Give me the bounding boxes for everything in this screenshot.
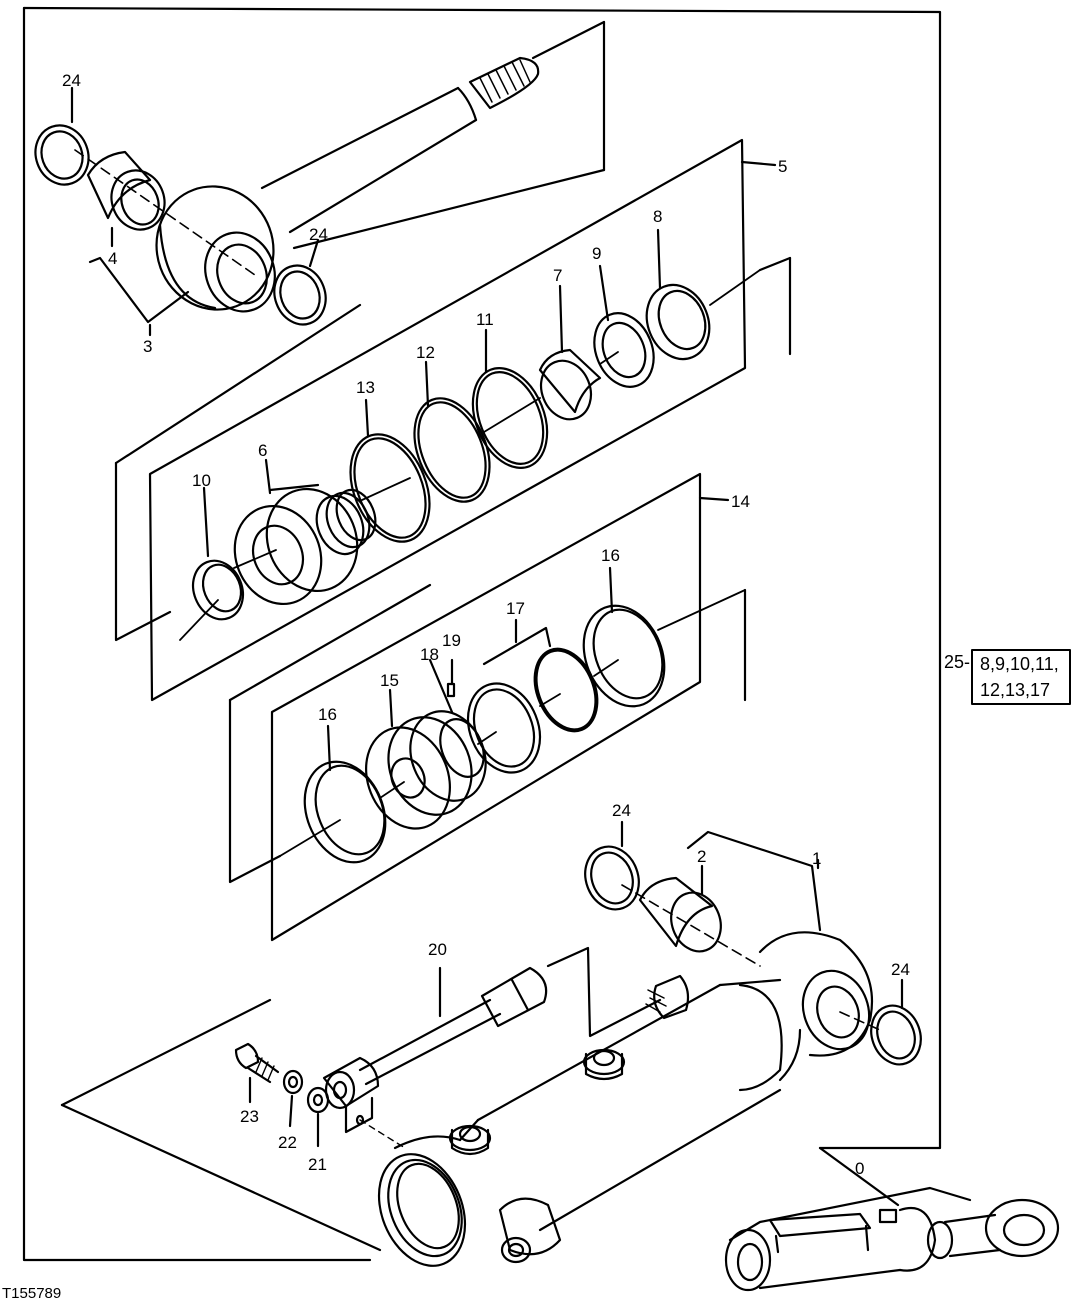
callout-24-top-left: 24 [62,71,81,90]
callout-7: 7 [553,266,562,285]
callout-12: 12 [416,343,435,362]
rod-seal-8 [645,283,711,361]
ring-24-top-left [34,124,90,186]
gland-kit-box [114,138,792,702]
callout-10: 10 [192,471,211,490]
callout-8: 8 [653,207,662,226]
barrel-head [377,1153,467,1267]
callout-18: 18 [420,645,439,664]
callout-labels: 24 4 3 24 5 8 9 7 11 12 13 6 10 14 16 17… [62,71,910,1178]
callout-1: 1 [812,849,821,868]
gland-6 [233,483,377,606]
callout-13: 13 [356,378,375,397]
kit-number: 25- [944,652,970,672]
callout-23: 23 [240,1107,259,1126]
rod-assembly [34,20,606,337]
callout-24-top-right: 24 [309,225,328,244]
seal-17 [466,682,542,774]
piston-15 [365,710,487,830]
seal-11 [471,367,549,469]
callout-24-barrel-left: 24 [612,801,631,820]
washer-21 [306,1086,330,1114]
callout-3: 3 [143,337,152,356]
kit-box [971,649,1071,705]
callout-14: 14 [731,492,750,511]
o-ring-17 [533,647,599,733]
callout-2: 2 [697,847,706,866]
barrel-assembly [377,820,922,1267]
callout-4: 4 [108,249,117,268]
backup-ring-12 [413,397,491,503]
kit-line-2: 12,13,17 [980,680,1050,700]
ring-24-top-right [273,264,327,326]
kit-line-1: 8,9,10,11, [980,654,1059,674]
bolt-23 [234,1042,260,1070]
piston-kit-box [228,472,747,942]
callout-5: 5 [778,157,787,176]
ring-24-barrel-left [584,845,640,911]
callout-16-right: 16 [601,546,620,565]
callout-16-left: 16 [318,705,337,724]
ring-24-barrel-right [870,1004,922,1066]
bushing-7 [538,348,602,414]
wiper-10 [191,559,245,621]
wear-ring-16-right [582,604,666,708]
callout-20: 20 [428,940,447,959]
callout-6: 6 [258,441,267,460]
callout-15: 15 [380,671,399,690]
callout-22: 22 [278,1133,297,1152]
assembled-cylinder-thumbnail [724,1146,1060,1292]
callout-11: 11 [476,310,494,329]
callout-21: 21 [308,1155,327,1174]
bushing-2 [638,876,714,948]
callout-17: 17 [506,599,525,618]
thumbnail-eye [984,1198,1060,1258]
ring-9 [593,312,655,388]
kit-callout-25: 25- 8,9,10,11, 12,13,17 [944,649,1071,705]
washer-22 [282,1069,304,1095]
callout-0: 0 [855,1159,864,1178]
callout-9: 9 [592,244,601,263]
figure-id: T155789 [2,1285,61,1302]
tube-assembly-20 [60,946,662,1252]
callout-24-barrel-right: 24 [891,960,910,979]
outer-frame [22,6,942,1150]
callout-19: 19 [442,631,461,650]
bushing-4 [86,150,152,220]
rod-eye [155,185,275,311]
